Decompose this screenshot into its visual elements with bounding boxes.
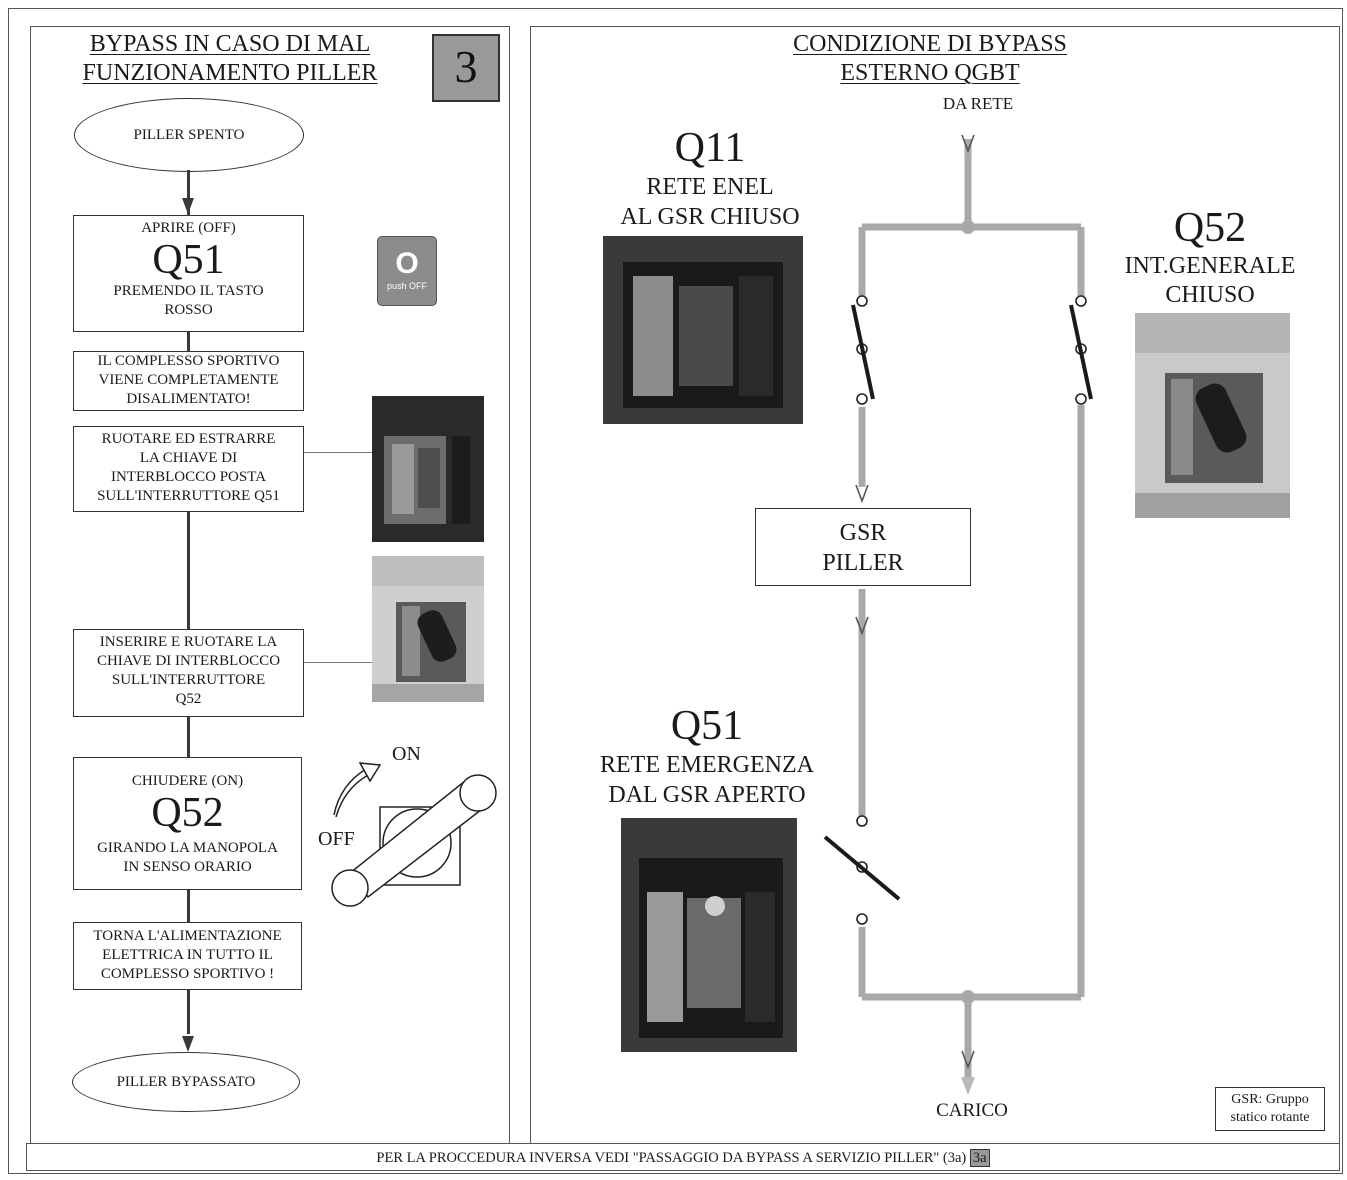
step2-line: DISALIMENTATO! <box>126 391 251 407</box>
q52-key-photo <box>372 556 484 702</box>
step1-box: APRIRE (OFF) Q51 PREMENDO IL TASTO ROSSO <box>73 215 304 332</box>
knob-on-label: ON <box>392 743 421 765</box>
step3-line: INTERBLOCCO POSTA <box>110 469 267 485</box>
q11-line1: RETE ENEL <box>646 174 774 200</box>
step6-line: TORNA L'ALIMENTAZIONE <box>93 928 282 944</box>
step6-box: TORNA L'ALIMENTAZIONE ELETTRICA IN TUTTO… <box>73 922 302 990</box>
step3-line: SULL'INTERRUTTORE Q51 <box>97 488 280 504</box>
step1-line2: ROSSO <box>164 302 213 318</box>
q52-line2: CHIUSO <box>1165 282 1255 308</box>
step1-code: Q51 <box>152 237 225 283</box>
single-line-diagram <box>823 134 1093 1095</box>
legend-line2: statico rotante <box>1230 1110 1310 1125</box>
footer-bar <box>26 1143 1340 1171</box>
step4-line: Q52 <box>175 691 202 707</box>
q11-line2: AL GSR CHIUSO <box>620 204 800 230</box>
flow-connector <box>187 510 190 630</box>
push-off-button-icon: O push OFF <box>377 236 437 306</box>
step2-box: IL COMPLESSO SPORTIVO VIENE COMPLETAMENT… <box>73 351 304 411</box>
source-label: DA RETE <box>942 94 1014 113</box>
step1-line1: PREMENDO IL TASTO <box>113 283 264 299</box>
button-glyph: O <box>395 247 419 280</box>
legend-line1: GSR: Gruppo <box>1231 1092 1309 1107</box>
step5-action: CHIUDERE (ON) <box>131 773 244 789</box>
gsr-line1: GSR <box>839 520 887 546</box>
rotary-knob-icon <box>331 762 497 907</box>
end-terminal: PILLER BYPASSATO <box>72 1052 300 1112</box>
step5-code: Q52 <box>151 790 224 836</box>
step5-line1: GIRANDO LA MANOPOLA <box>97 840 278 856</box>
step5-line2: IN SENSO ORARIO <box>123 859 252 875</box>
step3-line: LA CHIAVE DI <box>139 450 238 466</box>
flow-connector <box>187 888 190 922</box>
step4-line: SULL'INTERRUTTORE <box>111 672 266 688</box>
step6-line: COMPLESSO SPORTIVO ! <box>100 966 275 982</box>
footer-link-3a[interactable]: 3a <box>969 1149 990 1167</box>
q52-line1: INT.GENERALE <box>1124 253 1296 279</box>
q52-breaker-photo <box>1135 313 1290 518</box>
gsr-line2: PILLER <box>822 550 904 576</box>
right-title: CONDIZIONE DI BYPASS ESTERNO QGBT <box>793 31 1067 86</box>
step4-line: CHIAVE DI INTERBLOCCO <box>96 653 281 669</box>
q52-code: Q52 <box>1173 205 1247 251</box>
q11-code: Q11 <box>674 125 746 171</box>
q51-line2: DAL GSR APERTO <box>608 782 806 808</box>
q51-breaker-photo <box>621 818 797 1052</box>
left-title: BYPASS IN CASO DI MAL FUNZIONAMENTO PILL… <box>82 31 378 86</box>
gsr-legend: GSR: Gruppo statico rotante <box>1215 1087 1325 1131</box>
flow-connector <box>187 990 190 1034</box>
callout-line <box>304 662 372 663</box>
step3-line: RUOTARE ED ESTRARRE <box>101 431 276 447</box>
footer-note: PER LA PROCCEDURA INVERSA VEDI "PASSAGGI… <box>26 1148 1340 1168</box>
knob-off-label: OFF <box>318 828 355 850</box>
step2-line: VIENE COMPLETAMENTE <box>98 372 279 388</box>
flow-connector <box>187 716 190 758</box>
step2-line: IL COMPLESSO SPORTIVO <box>97 353 280 369</box>
step5-box: CHIUDERE (ON) Q52 GIRANDO LA MANOPOLA IN… <box>73 757 302 890</box>
step3-box: RUOTARE ED ESTRARRE LA CHIAVE DI INTERBL… <box>73 426 304 512</box>
step4-box: INSERIRE E RUOTARE LA CHIAVE DI INTERBLO… <box>73 629 304 717</box>
q51-key-photo <box>372 396 484 542</box>
flow-connector <box>187 170 190 216</box>
flow-connector <box>187 330 190 352</box>
q51-line1: RETE EMERGENZA <box>600 752 814 778</box>
step-number-badge: 3 <box>432 34 500 102</box>
flow-arrowheads <box>182 198 194 1052</box>
q11-breaker-photo <box>603 236 803 424</box>
step1-action: APRIRE (OFF) <box>141 220 236 236</box>
q51-code: Q51 <box>670 703 744 749</box>
start-terminal: PILLER SPENTO <box>74 98 304 172</box>
gsr-piller-box: GSR PILLER <box>755 508 971 586</box>
step6-line: ELETTRICA IN TUTTO IL <box>102 947 273 963</box>
outer-frame <box>8 8 1343 1174</box>
step4-line: INSERIRE E RUOTARE LA <box>99 634 278 650</box>
load-label: CARICO <box>936 1100 1008 1121</box>
button-label: push OFF <box>386 281 427 291</box>
footer-text: PER LA PROCCEDURA INVERSA VEDI "PASSAGGI… <box>376 1150 967 1166</box>
callout-line <box>304 452 372 453</box>
